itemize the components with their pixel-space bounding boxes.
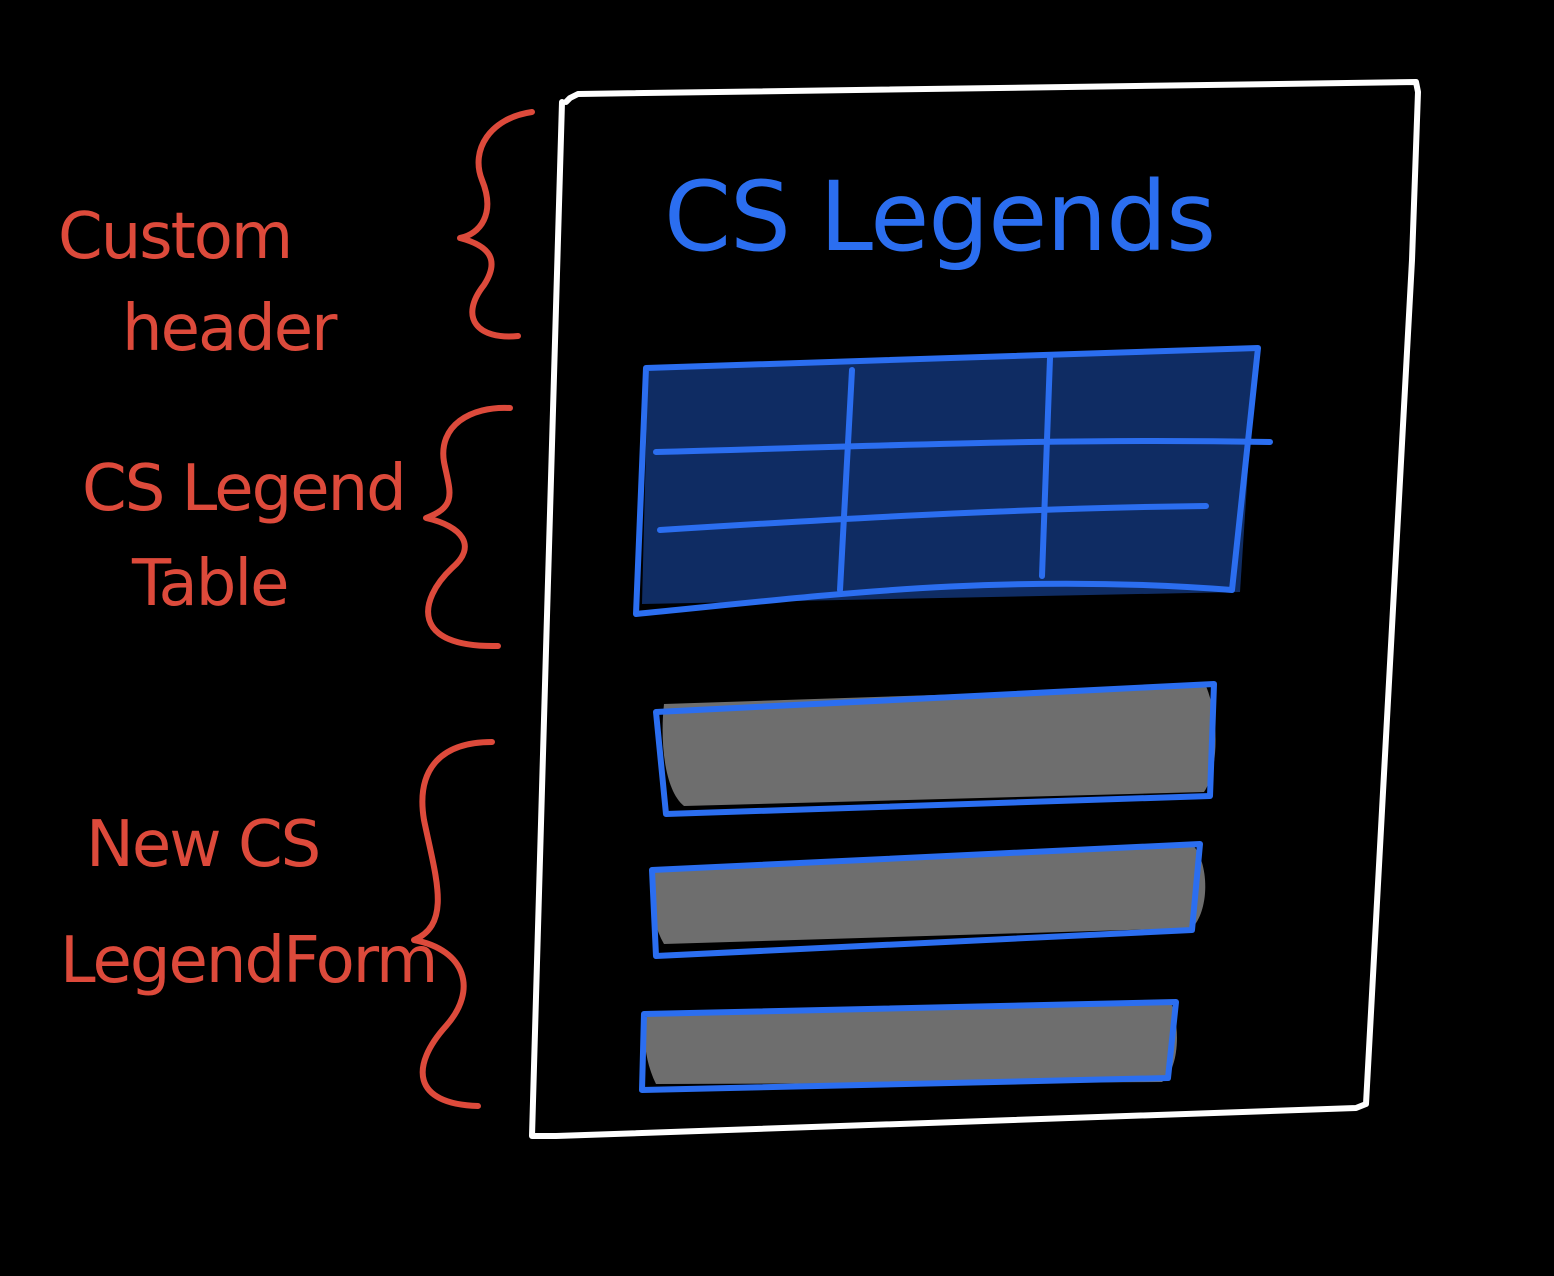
form-field-3-fill <box>644 1000 1177 1084</box>
annotation-cs-legend-table-line2: Table <box>131 547 288 621</box>
page-frame <box>529 79 1421 1139</box>
table-row-line-1 <box>653 437 1273 455</box>
annotation-new-cs-legend-form-line2: LegendForm <box>60 924 436 998</box>
header-brace <box>457 109 535 340</box>
new-cs-legend-form <box>639 681 1217 1093</box>
form-brace <box>411 739 495 1109</box>
form-field-2 <box>649 841 1203 959</box>
table-row-line-2 <box>657 503 1209 533</box>
cs-legend-table <box>633 345 1273 617</box>
page-title: CS Legends <box>664 161 1215 273</box>
annotation-custom-header-line1: Custom <box>58 200 291 274</box>
form-field-1 <box>653 681 1217 817</box>
table-column-line-1 <box>837 367 855 593</box>
form-field-3 <box>639 999 1179 1093</box>
table-brace <box>423 404 513 650</box>
table-fill <box>642 346 1256 604</box>
annotation-new-cs-legend-form-line1: New CS <box>86 808 319 882</box>
annotation-cs-legend-table-line1: CS Legend <box>82 452 405 526</box>
table-border <box>633 345 1261 617</box>
table-column-line-2 <box>1039 355 1053 579</box>
annotation-custom-header-line2: header <box>122 292 338 366</box>
form-field-2-fill <box>652 842 1206 944</box>
form-field-1-fill <box>662 686 1216 806</box>
